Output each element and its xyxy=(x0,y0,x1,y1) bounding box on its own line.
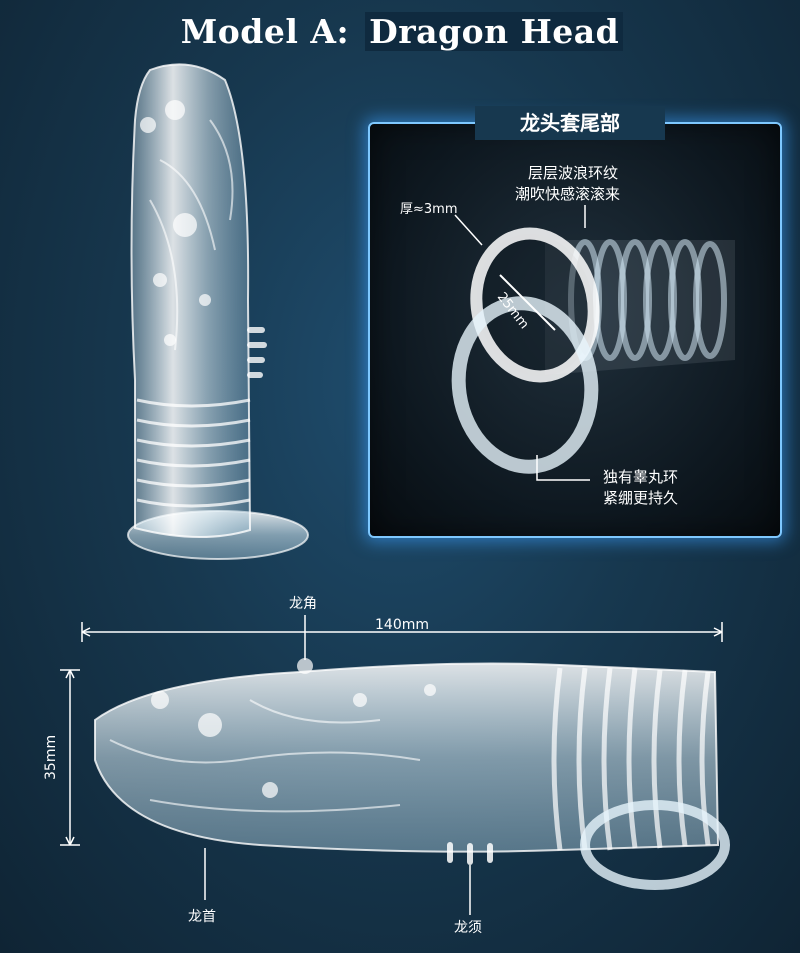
waves-caption-line-2: 潮吹快感滚滚来 xyxy=(515,185,621,203)
panel-title: 龙头套尾部 xyxy=(475,106,665,140)
height-label: 35mm xyxy=(43,734,59,780)
title-prefix: Model A: xyxy=(180,12,362,51)
ring-caption-line-2: 紧绷更持久 xyxy=(603,489,679,507)
ring-caption-line-1: 独有睾丸环 xyxy=(603,468,679,486)
page-title: Model A: Dragon Head xyxy=(0,12,800,51)
thickness-label: 厚≈3mm xyxy=(400,202,458,217)
horn-label: 龙角 xyxy=(289,596,317,612)
whisker-label: 龙须 xyxy=(454,920,482,936)
waves-caption-line-1: 层层波浪环纹 xyxy=(528,164,619,182)
title-main: Dragon Head xyxy=(365,12,624,51)
length-label: 140mm xyxy=(375,617,429,633)
head-label: 龙首 xyxy=(188,909,216,925)
